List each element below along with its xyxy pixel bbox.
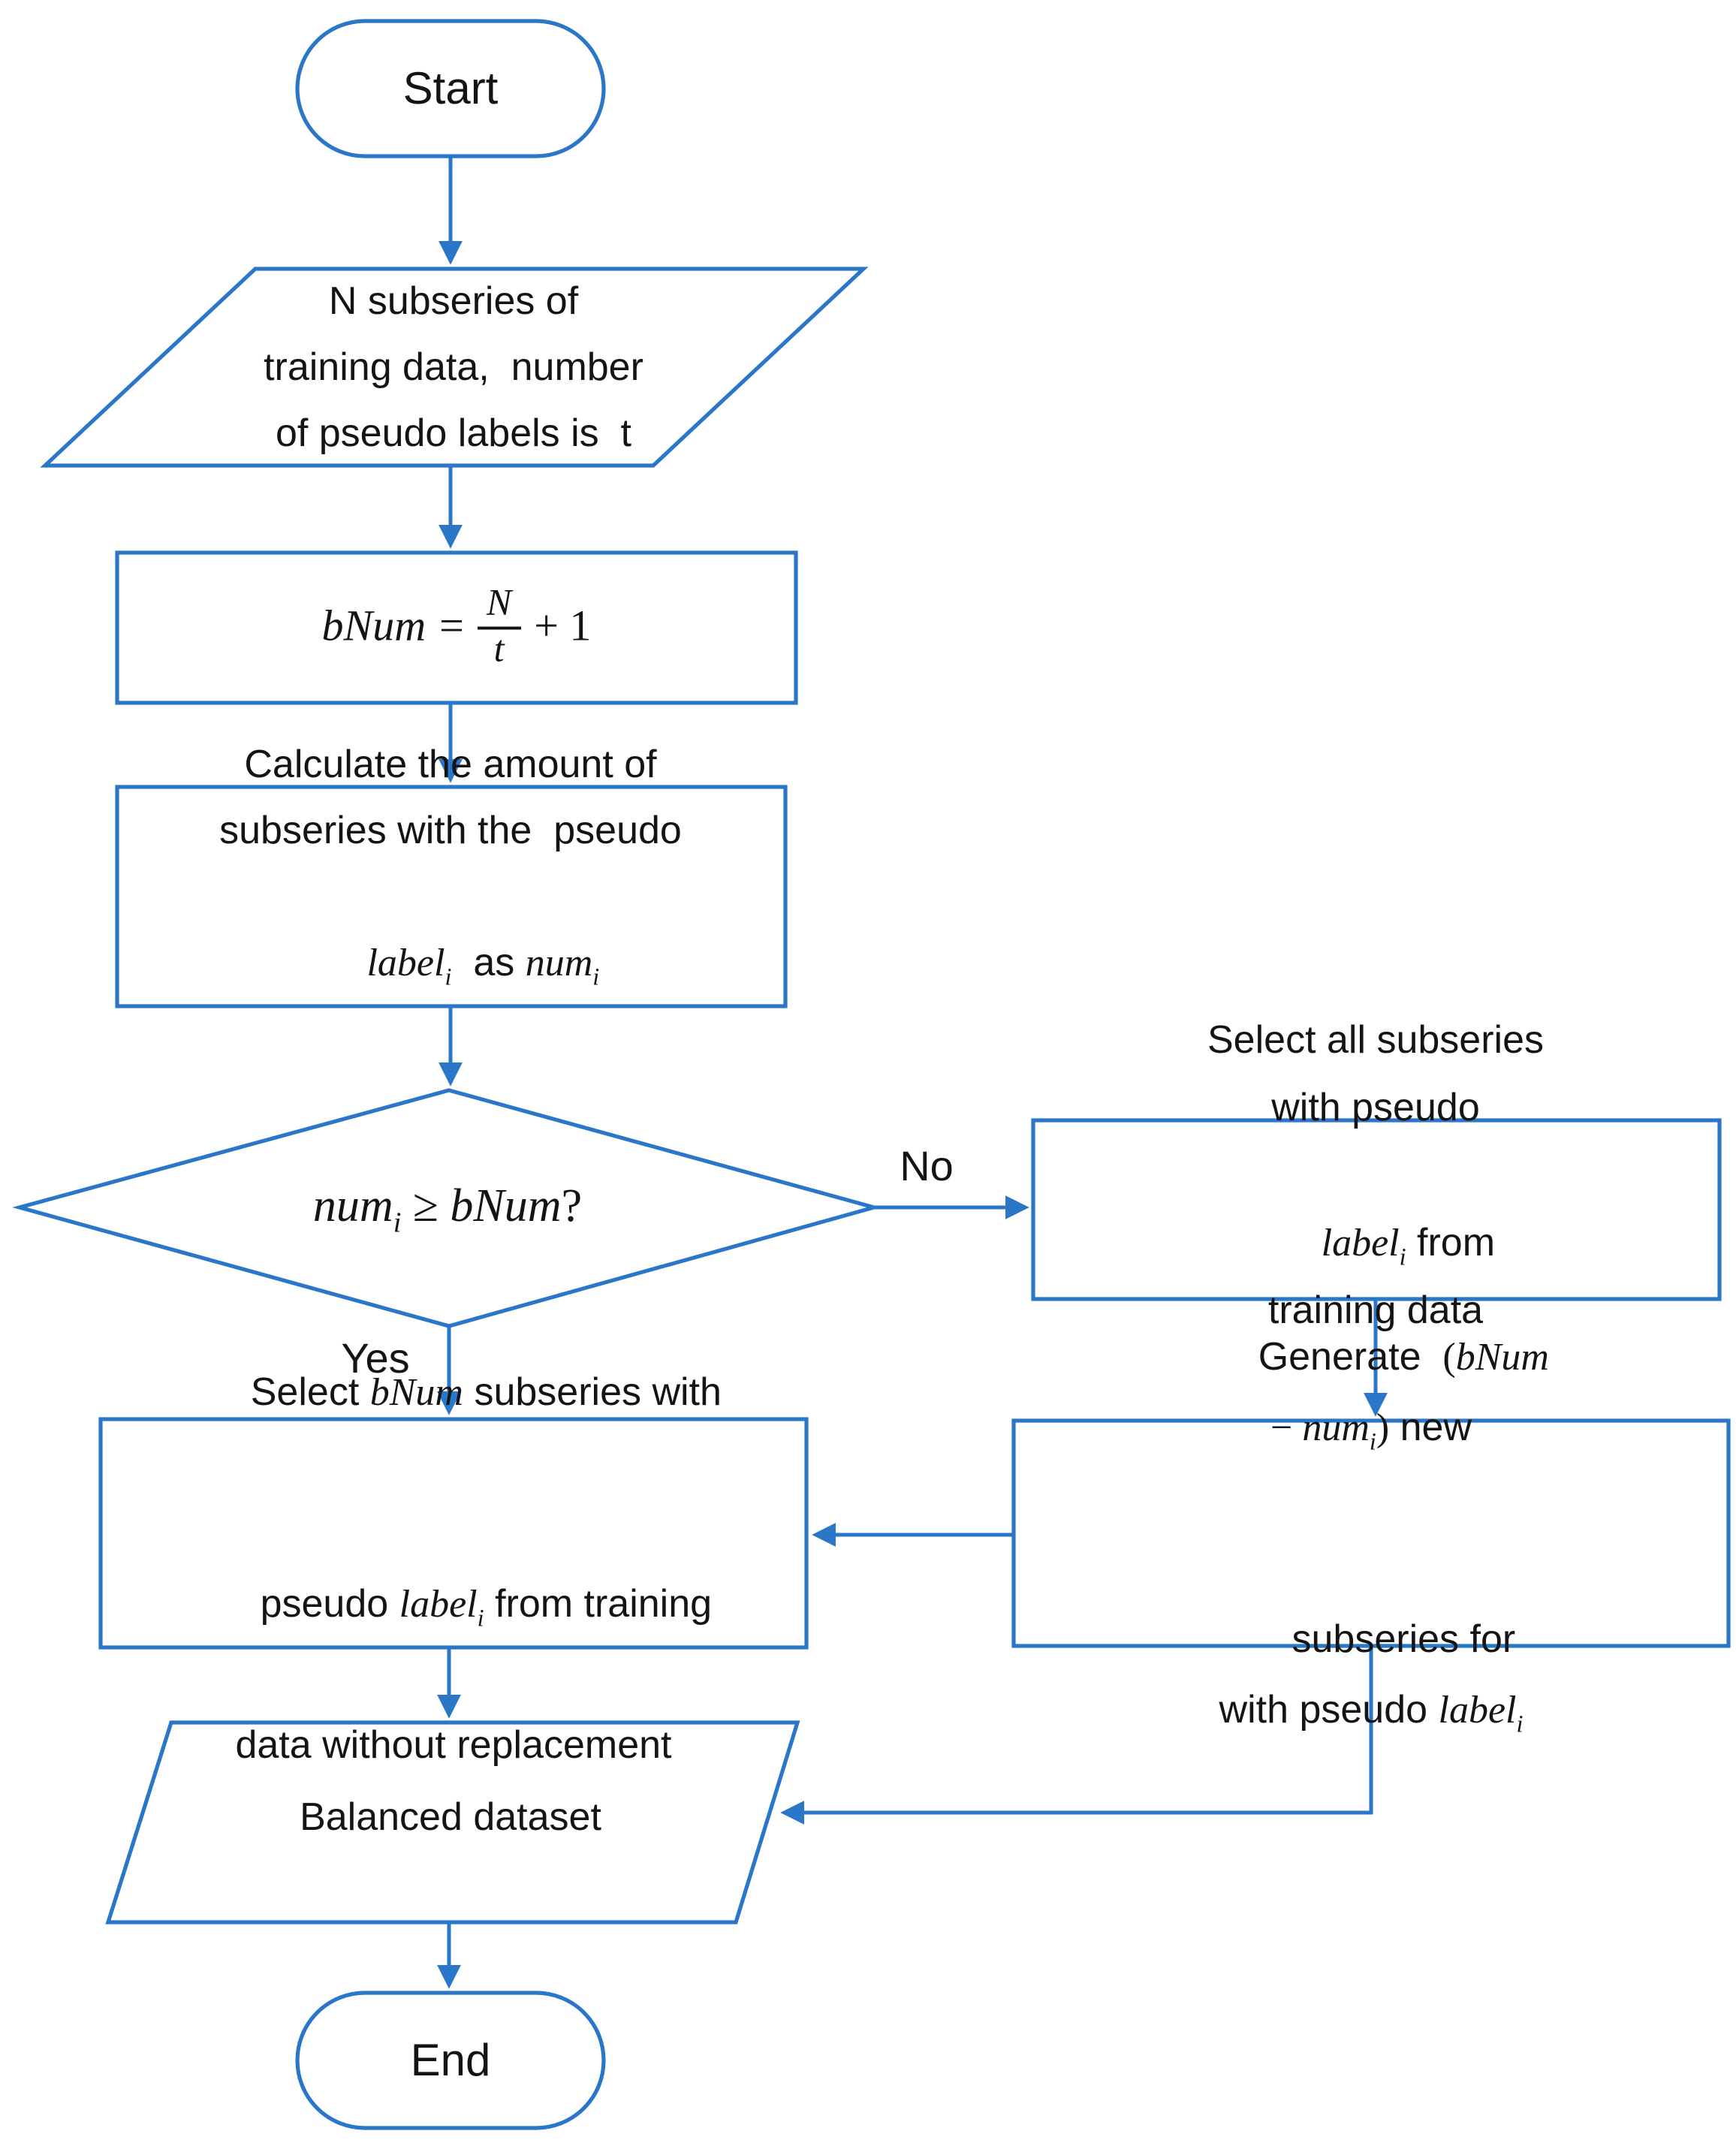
select-all-line-1: Select all subseries with pseudo <box>1207 1017 1555 1129</box>
select-bnum-line-1: Select bNum subseries with <box>185 1286 722 1498</box>
select-bnum-pre2: pseudo <box>260 1581 399 1626</box>
select-all-line-2: labeli from training data <box>1195 1141 1556 1412</box>
decision-question-mark: ? <box>561 1179 583 1231</box>
no-edge-label: No <box>900 1143 954 1189</box>
input-parallelogram-shape <box>40 267 869 468</box>
select-all-var-label: label <box>1321 1221 1400 1264</box>
decision-operator: ≥ <box>401 1179 451 1231</box>
formula-box-shape <box>115 550 798 705</box>
calc-label: Calculate the amount of subseries with t… <box>219 731 682 1062</box>
end-label: End <box>410 2036 491 2086</box>
generate-line-1: Generate (bNum − numi) new <box>1189 1251 1554 1533</box>
select-bnum-line-3: data without replacement <box>235 1722 672 1767</box>
select-all-rest-text: from training data <box>1267 1219 1506 1332</box>
select-bnum-var-bnum: bNum <box>369 1370 463 1414</box>
generate-close-paren: ) <box>1376 1406 1390 1449</box>
generate-var-num: num <box>1302 1406 1370 1449</box>
input-line-3: of pseudo labels is t <box>275 410 632 455</box>
formula-fraction: N t <box>477 583 521 673</box>
formula-equals: = <box>439 603 464 651</box>
decision-var-num: num <box>312 1179 393 1231</box>
select-bnum-var-label: label <box>399 1582 478 1626</box>
select-all-var-label-sub: i <box>1399 1245 1406 1271</box>
calc-var-label-sub: i <box>445 965 452 991</box>
input-label: N subseries of training data, number of … <box>264 267 643 466</box>
formula-label: bNum = N t + 1 <box>117 583 796 673</box>
end-node-shape <box>295 1991 606 2130</box>
input-line-2: training data, number <box>264 344 643 389</box>
generate-var-num-sub: i <box>1369 1430 1376 1456</box>
start-label: Start <box>402 65 499 114</box>
calc-line-2: subseries with the pseudo <box>219 807 682 852</box>
select-bnum-label: Select bNum subseries with pseudo labeli… <box>185 1286 722 1780</box>
select-bnum-pre1: Select <box>250 1369 370 1414</box>
generate-var-bnum: bNum <box>1455 1335 1549 1379</box>
input-line-1: N subseries of <box>328 278 579 323</box>
generate-box-shape <box>1011 1418 1731 1648</box>
generate-pre2: subseries for with pseudo <box>1219 1616 1527 1732</box>
connector-generate-to-balanced <box>780 1646 1373 1825</box>
calc-line-1: Calculate the amount of <box>244 741 657 786</box>
balanced-parallelogram-shape <box>105 1720 800 1924</box>
balanced-label: Balanced dataset <box>300 1794 601 1839</box>
select-all-label: Select all subseries with pseudo labeli … <box>1195 1006 1556 1412</box>
select-bnum-line-2: pseudo labeli from training <box>185 1498 722 1710</box>
decision-label: numi ≥ bNum? <box>312 1179 583 1238</box>
formula-denominator: t <box>493 629 505 670</box>
yes-edge-label: Yes <box>341 1335 410 1382</box>
generate-post1: new <box>1389 1404 1472 1449</box>
generate-open-paren: ( <box>1442 1335 1456 1379</box>
generate-line-2: subseries for with pseudo labeli <box>1189 1533 1554 1816</box>
decision-var-num-sub: i <box>393 1207 402 1240</box>
calc-var-num: num <box>525 941 593 984</box>
formula-numerator: N <box>477 583 521 629</box>
calc-box-shape <box>115 785 788 1008</box>
select-bnum-post2: from training <box>484 1581 713 1626</box>
select-all-box-shape <box>1031 1118 1722 1301</box>
generate-label: Generate (bNum − numi) new subseries for… <box>1189 1251 1554 1816</box>
generate-minus: − <box>1270 1335 1559 1449</box>
generate-var-label: label <box>1438 1688 1517 1732</box>
generate-var-label-sub: i <box>1516 1712 1524 1738</box>
formula-tail: + 1 <box>534 603 592 651</box>
calc-var-label: label <box>366 941 445 984</box>
select-bnum-box-shape <box>98 1417 809 1650</box>
decision-var-bnum: bNum <box>450 1179 562 1231</box>
select-bnum-post1: subseries with <box>463 1369 722 1414</box>
generate-pre1: Generate <box>1258 1334 1443 1379</box>
calc-var-num-sub: i <box>592 965 600 991</box>
select-bnum-var-label-sub: i <box>477 1606 484 1632</box>
formula-lhs: bNum <box>321 603 426 651</box>
calc-line-3: labeli as numi <box>219 863 682 1062</box>
calc-mid-text: as <box>451 939 526 984</box>
